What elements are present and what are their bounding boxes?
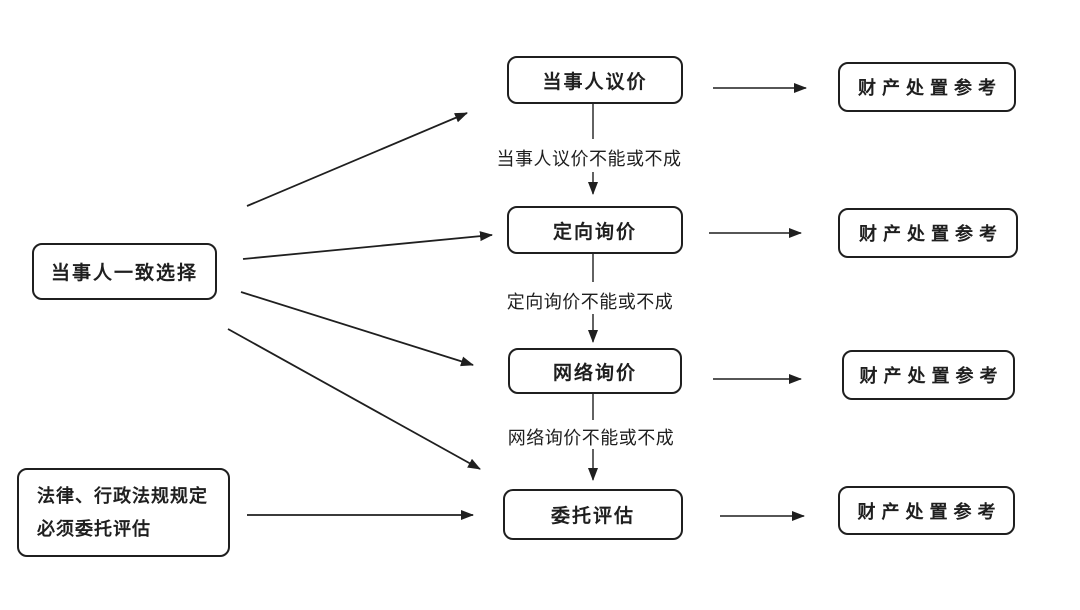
node-directed-inquiry-label: 定向询价 [552,221,637,243]
node-reference-2: 财产处置参考 [838,208,1018,258]
node-entrusted-appraisal-label: 委托评估 [550,506,635,527]
node-reference-1-label: 财产处置参考 [858,78,1002,98]
node-reference-3-label: 财产处置参考 [859,366,1004,386]
node-party-choice-label: 当事人一致选择 [50,263,198,284]
node-directed-inquiry: 定向询价 [507,206,683,254]
edge-label-directed-fail: 定向询价不能或不成 [506,292,674,312]
node-party-choice: 当事人一致选择 [32,243,217,300]
arrow-choice-to-negotiation [246,112,468,207]
node-network-inquiry: 网络询价 [508,348,682,394]
edge-label-negotiation-fail: 当事人议价不能或不成 [496,149,682,169]
arrow-choice-to-directed-inquiry [242,231,493,260]
node-entrusted-appraisal: 委托评估 [503,489,683,540]
node-reference-4: 财产处置参考 [838,486,1015,535]
node-reference-4-label: 财产处置参考 [857,501,1002,522]
edge-label-network-fail: 网络询价不能或不成 [507,428,675,448]
node-legal-requirement-line1: 法律、行政法规规定 [37,486,208,507]
node-reference-3: 财产处置参考 [842,350,1015,400]
node-reference-1: 财产处置参考 [838,62,1016,112]
node-legal-requirement: 法律、行政法规规定 必须委托评估 [17,468,230,557]
node-network-inquiry-label: 网络询价 [552,362,637,384]
node-legal-requirement-line2: 必须委托评估 [37,518,151,539]
node-party-negotiation-label: 当事人议价 [542,71,648,93]
node-party-negotiation: 当事人议价 [507,56,683,104]
arrow-choice-to-entrusted-appraisal [227,328,481,470]
node-reference-2-label: 财产处置参考 [859,224,1003,244]
arrow-choice-to-network-inquiry [240,291,474,367]
